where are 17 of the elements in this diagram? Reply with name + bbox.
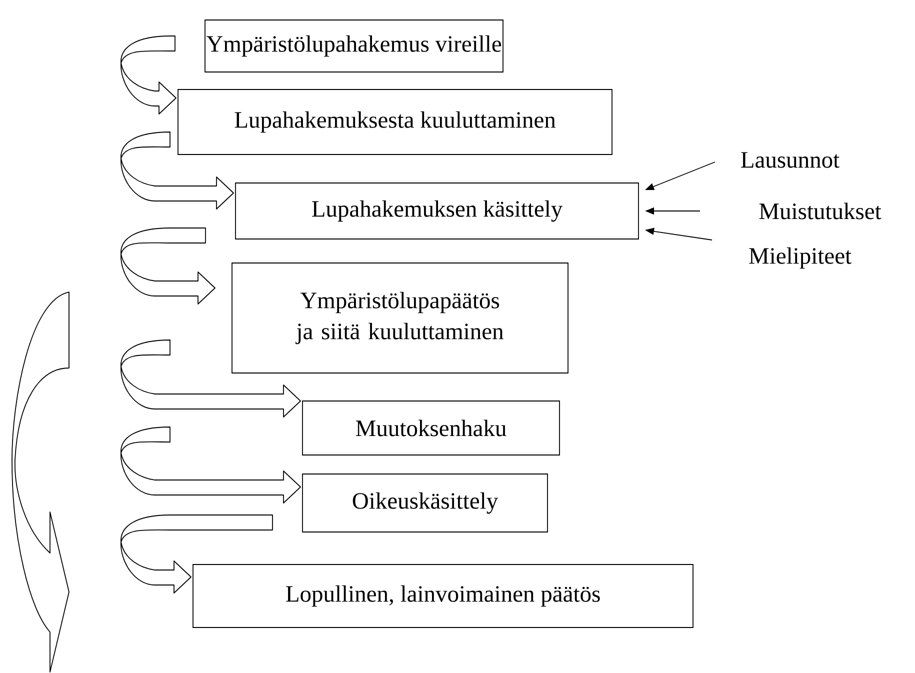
step-box: Lopullinen, lainvoimainen päätös bbox=[192, 564, 694, 628]
step-box: Lupahakemuksesta kuuluttaminen bbox=[178, 89, 612, 155]
input-label: Lausunnot bbox=[741, 152, 840, 168]
step-box: Muutoksenhaku bbox=[302, 400, 560, 456]
curved-arrow bbox=[120, 514, 273, 594]
curved-arrow bbox=[12, 292, 70, 672]
input-label: Mielipiteet bbox=[749, 247, 852, 269]
input-label: Muistutukset bbox=[759, 202, 882, 220]
curved-arrow bbox=[120, 340, 301, 418]
curved-arrow bbox=[120, 426, 301, 504]
step-box: Oikeuskäsittely bbox=[302, 474, 548, 532]
curved-arrow bbox=[120, 36, 176, 114]
step-box: Ympäristölupahakemus vireille bbox=[204, 20, 504, 72]
step-box: Lupahakemuksen käsittely bbox=[235, 182, 639, 240]
curved-arrow bbox=[120, 132, 234, 210]
curved-arrow bbox=[120, 228, 216, 304]
step-box: Ympäristölupapäätös ja siitä kuuluttaminen bbox=[232, 262, 568, 374]
